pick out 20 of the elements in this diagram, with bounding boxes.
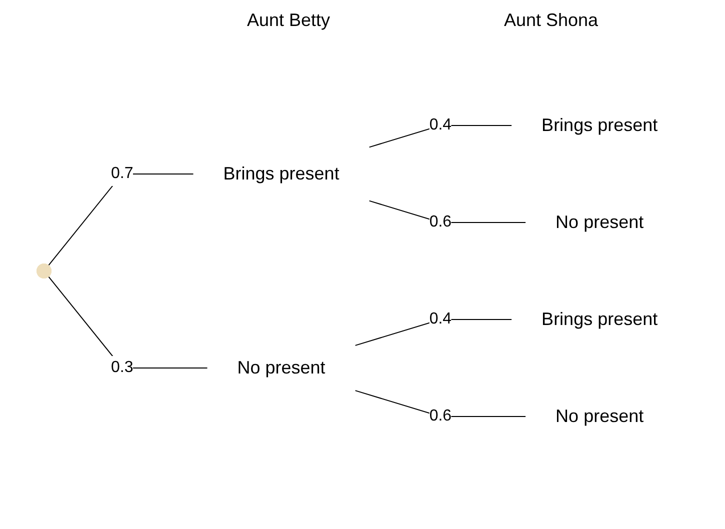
edge-label: 0.4	[430, 310, 452, 328]
column-heading: Aunt Betty	[246, 10, 330, 31]
column-heading: Aunt Shona	[504, 10, 598, 31]
connector	[355, 390, 526, 417]
edge-label: 0.7	[111, 164, 134, 182]
node-text: No present	[556, 406, 644, 426]
edge-label: 0.6	[430, 213, 452, 230]
edge-label: 0.6	[430, 407, 452, 424]
node-text: No present	[237, 357, 326, 378]
node-text: Brings present	[223, 163, 340, 184]
connector	[355, 319, 512, 346]
node-text: No present	[556, 212, 644, 232]
node-text: Brings present	[542, 308, 658, 329]
edge-label: 0.4	[430, 116, 452, 134]
connector	[48, 276, 208, 368]
connector	[369, 125, 512, 148]
connector	[48, 174, 194, 266]
connector	[369, 200, 526, 223]
edge-label: 0.3	[111, 358, 134, 376]
node-text: Brings present	[542, 115, 658, 135]
